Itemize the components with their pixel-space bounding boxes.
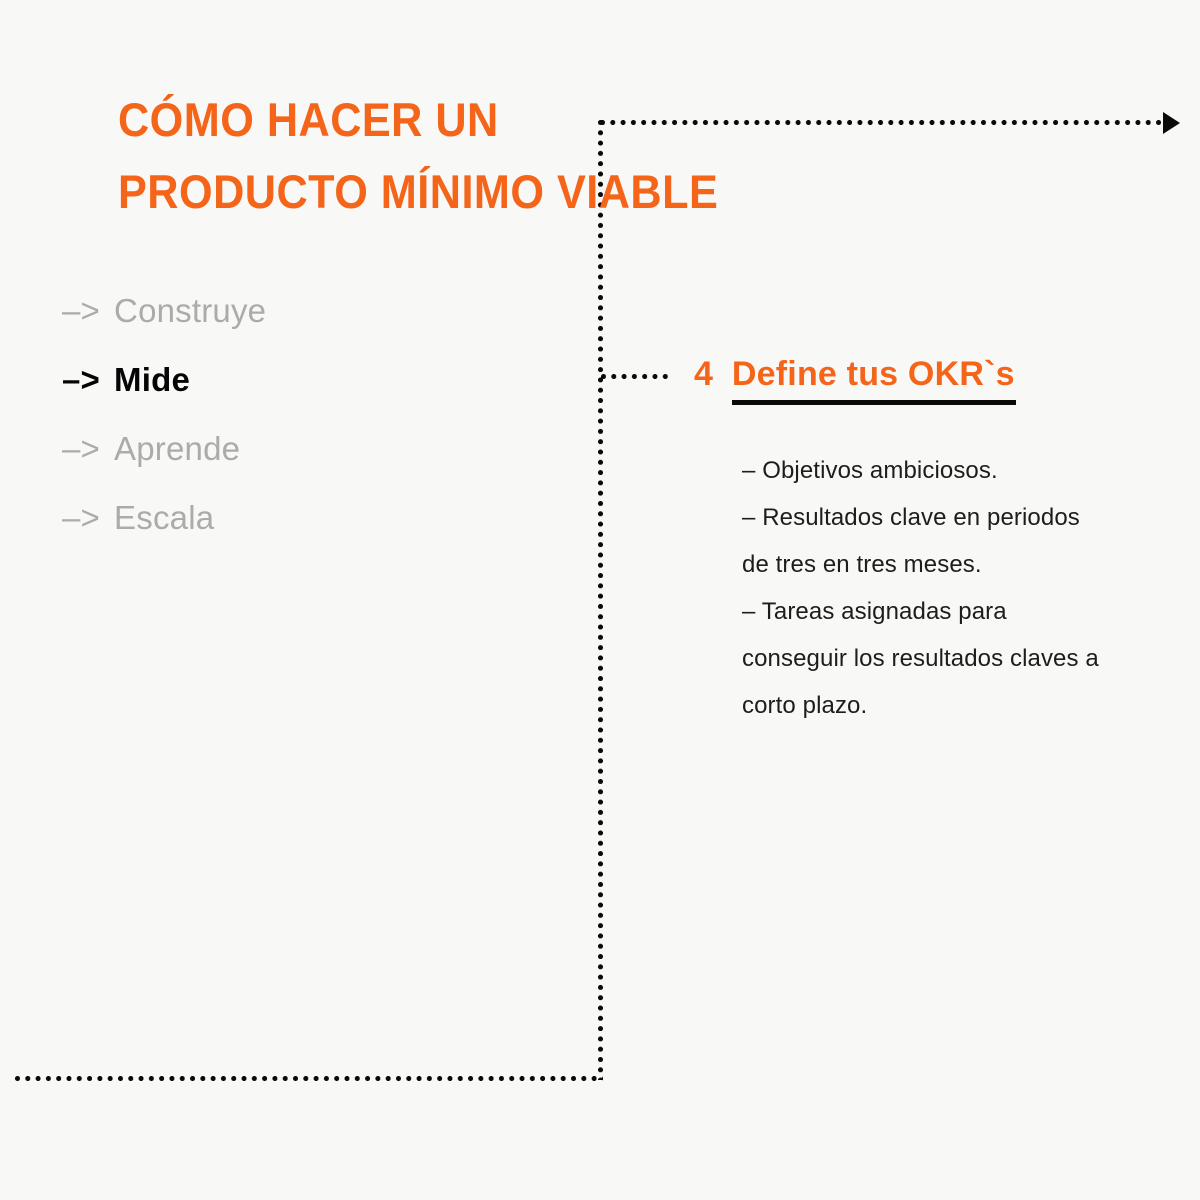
sidebar-item-construye[interactable]: –> Construye (62, 288, 482, 357)
arrow-head-icon (1163, 112, 1180, 134)
step-heading-title-wrap: Define tus OKR`s (731, 352, 1016, 405)
body-line: – Objetivos ambiciosos. (742, 457, 998, 484)
steps-nav: –> Construye –> Mide –> Aprende –> Escal… (62, 288, 482, 564)
sidebar-item-escala[interactable]: –> Escala (62, 495, 482, 564)
arrow-right-icon: –> (62, 361, 101, 398)
body-line: – Resultados clave en periodos (742, 504, 1080, 531)
sidebar-item-label: Construye (114, 292, 267, 329)
sidebar-item-label: Aprende (114, 430, 241, 467)
dotted-line-vertical (598, 120, 603, 1080)
arrow-right-icon: –> (62, 430, 101, 467)
dotted-line-top (600, 120, 1166, 125)
arrow-right-icon: –> (62, 292, 101, 329)
sidebar-item-mide[interactable]: –> Mide (62, 357, 482, 426)
sidebar-item-aprende[interactable]: –> Aprende (62, 426, 482, 495)
sidebar-item-label: Escala (114, 499, 215, 536)
step-heading: 4 Define tus OKR`s (694, 352, 1164, 405)
page-title-line-2: Producto mínimo viable (118, 165, 719, 218)
dotted-line-bottom (15, 1076, 603, 1081)
step-heading-title: Define tus OKR`s (731, 355, 1015, 393)
body-line: de tres en tres meses. (742, 551, 982, 578)
body-line: conseguir los resultados claves a (742, 645, 1099, 672)
dotted-line-branch (601, 374, 669, 379)
step-number: 4 (694, 355, 713, 393)
arrow-right-icon: –> (62, 499, 101, 536)
body-line: – Tareas asignadas para (742, 598, 1007, 625)
page-title-line-1: Cómo hacer un (118, 93, 499, 146)
sidebar-item-label: Mide (114, 361, 190, 398)
body-line: corto plazo. (742, 692, 868, 719)
heading-underline (731, 400, 1016, 405)
page-title: Cómo hacer un Producto mínimo viable (118, 84, 719, 228)
step-content-panel: 4 Define tus OKR`s – Objetivos ambicioso… (694, 352, 1164, 719)
step-body: – Objetivos ambiciosos. – Resultados cla… (742, 447, 1162, 729)
